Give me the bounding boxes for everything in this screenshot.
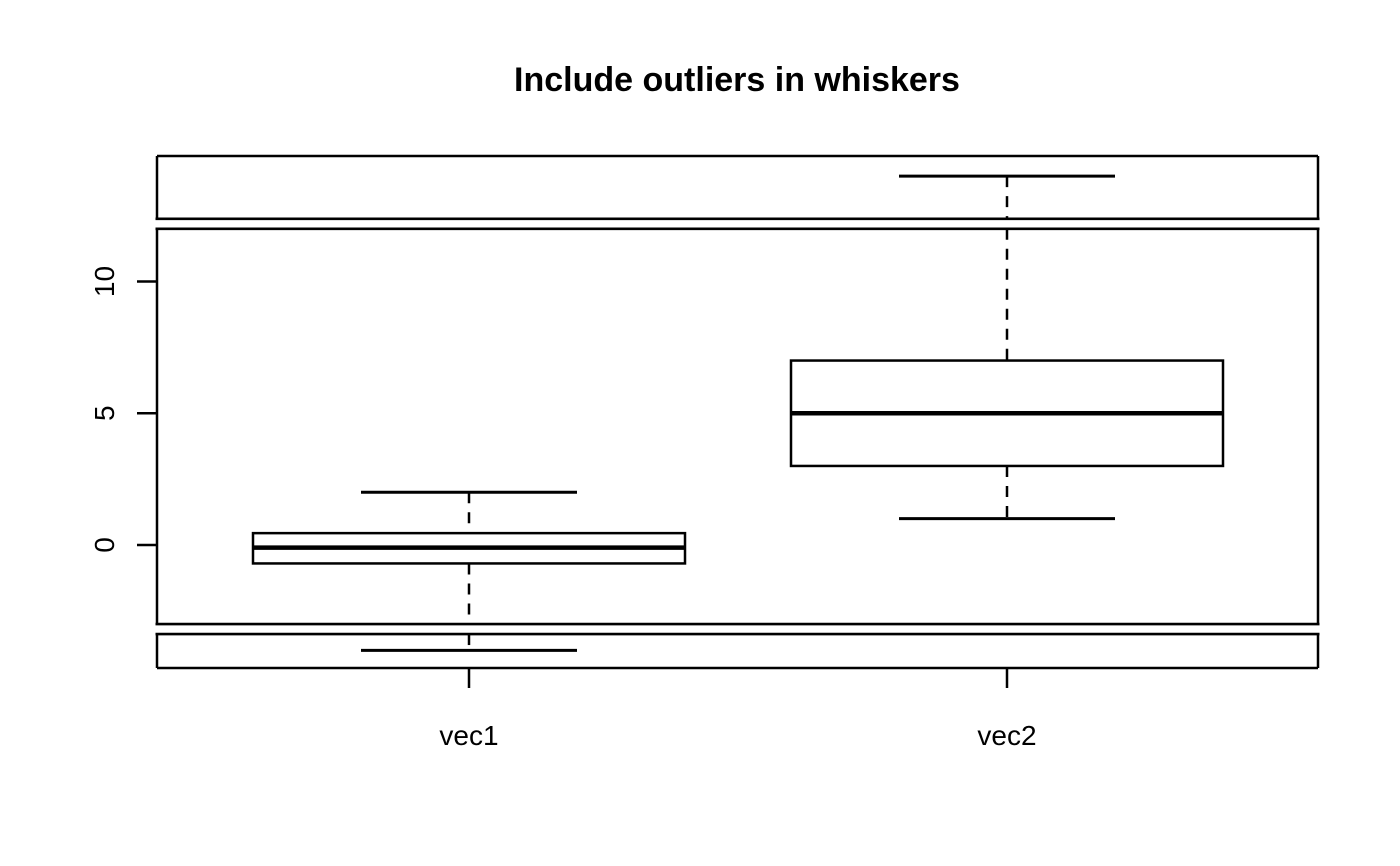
chart-title: Include outliers in whiskers: [514, 61, 960, 99]
y-axis-tick-label: 5: [89, 405, 120, 421]
plot-area: 0 5 10 vec1 vec2: [89, 154, 1320, 751]
x-axis-category-label: vec1: [439, 720, 498, 751]
y-axis-tick-label: 0: [89, 537, 120, 553]
y-axis-tick-label: 10: [89, 266, 120, 297]
x-axis-category-label: vec2: [977, 720, 1036, 751]
